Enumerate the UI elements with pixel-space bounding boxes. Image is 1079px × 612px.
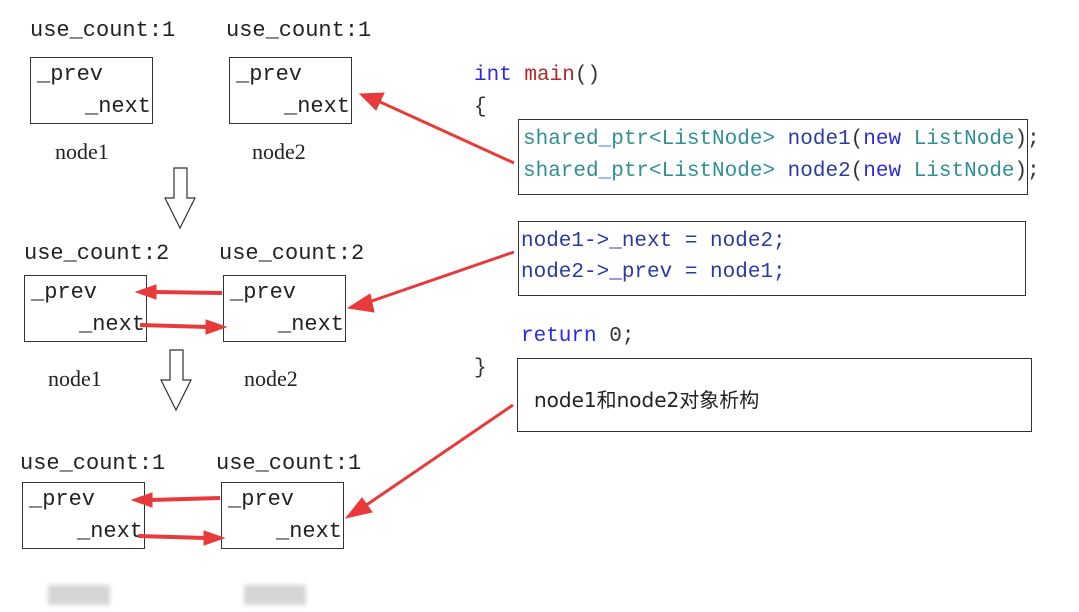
prev-link-line — [153, 290, 223, 295]
next-field: _next — [284, 94, 351, 119]
var-token: node1 — [787, 128, 851, 151]
destruct-note-text: node1和node2对象析构 — [534, 388, 760, 412]
int-keyword: int — [474, 64, 512, 87]
open-brace: { — [474, 96, 487, 119]
return-statement: return 0; — [521, 325, 634, 348]
next-link-head — [203, 530, 226, 546]
next-link-line — [137, 534, 207, 540]
main-signature: int main() — [474, 64, 600, 87]
declaration-code-box: shared_ptr<ListNode> node1(new ListNode)… — [518, 119, 1040, 195]
close-brace: } — [474, 357, 487, 380]
node1-box-stage2: _prev _next — [24, 275, 147, 342]
main-function: main — [524, 64, 575, 87]
new-keyword: new — [863, 128, 902, 151]
node2-use-count-stage3: use_count:1 — [216, 451, 362, 476]
assignment-line-1: node1->_next = node2; — [521, 230, 786, 253]
node1-label-stage1: node1 — [55, 139, 109, 164]
next-field: _next — [77, 519, 144, 544]
var-token: node2 — [787, 160, 851, 183]
down-arrow-icon — [160, 349, 192, 412]
prev-link-head — [134, 284, 157, 300]
node1-box-stage1: _prev _next — [30, 57, 153, 124]
close-token: ); — [1014, 128, 1040, 151]
prev-field: _prev — [228, 487, 295, 512]
blurred-node1-label — [48, 585, 110, 605]
next-field: _next — [278, 312, 345, 337]
node2-label-stage2: node2 — [244, 366, 298, 391]
node2-box-stage3: _prev _next — [221, 482, 344, 549]
pointer-arrow-line — [365, 250, 515, 305]
down-arrow-icon — [164, 167, 196, 230]
node1-box-stage3: _prev _next — [22, 482, 145, 549]
prev-field: _prev — [230, 280, 297, 305]
node1-use-count-stage1: use_count:1 — [30, 18, 176, 43]
prev-field: _prev — [29, 487, 96, 512]
type-token: shared_ptr<ListNode> — [523, 128, 776, 151]
close-token: ); — [1014, 160, 1040, 183]
next-field: _next — [79, 312, 146, 337]
paren-token: ( — [850, 160, 864, 183]
pointer-arrow-line — [377, 99, 515, 165]
node2-use-count-stage1: use_count:1 — [226, 18, 372, 43]
node2-use-count-stage2: use_count:2 — [219, 241, 365, 266]
prev-field: _prev — [236, 62, 303, 87]
node2-box-stage2: _prev _next — [223, 275, 346, 342]
paren-token: ( — [850, 128, 864, 151]
type-token: shared_ptr<ListNode> — [523, 160, 776, 183]
node2-label-stage1: node2 — [252, 139, 306, 164]
declaration-line-1: shared_ptr<ListNode> node1(new ListNode)… — [523, 128, 1040, 151]
blurred-node2-label — [244, 585, 306, 605]
new-keyword: new — [863, 160, 902, 183]
pointer-arrow-head — [344, 497, 373, 519]
return-keyword: return — [521, 325, 597, 348]
prev-link-head — [130, 492, 153, 508]
next-field: _next — [276, 519, 343, 544]
assignment-line-2: node2->_prev = node1; — [521, 261, 786, 284]
next-link-head — [205, 319, 228, 335]
ctor-token: ListNode — [913, 160, 1015, 183]
node1-label-stage2: node1 — [48, 366, 102, 391]
pointer-arrow-head — [346, 293, 375, 313]
prev-link-line — [149, 496, 221, 502]
node1-use-count-stage3: use_count:1 — [20, 451, 166, 476]
next-link-line — [139, 323, 209, 329]
pointer-arrow-line — [361, 403, 514, 510]
return-value: 0; — [596, 325, 635, 348]
main-paren: () — [574, 64, 601, 87]
ctor-token: ListNode — [913, 128, 1015, 151]
prev-field: _prev — [31, 280, 98, 305]
pointer-arrow-head — [358, 92, 385, 111]
node1-use-count-stage2: use_count:2 — [24, 241, 170, 266]
node2-box-stage1: _prev _next — [229, 57, 352, 124]
assignment-code-box: node1->_next = node2; node2->_prev = nod… — [518, 221, 1026, 296]
prev-field: _prev — [37, 62, 104, 87]
next-field: _next — [85, 94, 152, 119]
destruct-note-box: node1和node2对象析构 — [517, 358, 1032, 432]
declaration-line-2: shared_ptr<ListNode> node2(new ListNode)… — [523, 160, 1040, 183]
